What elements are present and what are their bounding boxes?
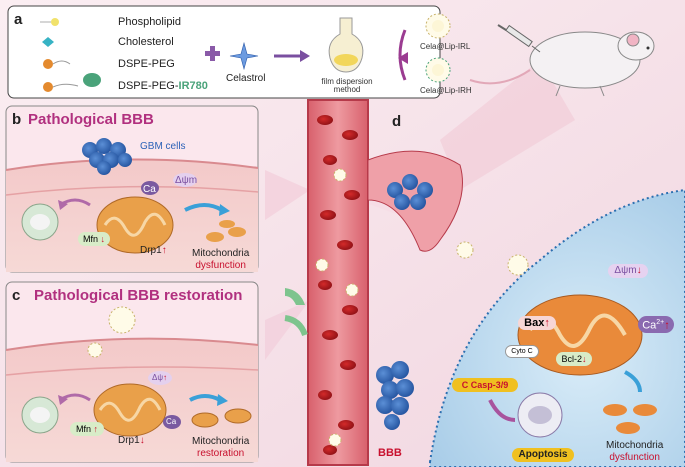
bracket-arrow [398,29,407,81]
liposome-c2 [87,342,103,358]
gbm-cluster-d [387,174,433,210]
gbm-cells-label: GBM cells [140,141,186,152]
arrow-c-fuse [189,394,221,402]
mito-restored-c [191,408,252,428]
liposome-irl-icon [425,13,451,39]
legend-dspe-peg: DSPE-PEG [118,58,175,70]
casp-pill: C Casp-3/9 [452,378,518,392]
mfn-pill-b: Mfn ↓ [78,232,110,246]
flask-icon [328,17,364,73]
apoptosis-pill: Apoptosis [512,448,574,462]
dpsi-blob-c [148,371,172,385]
mfn-pill-c: Mfn ↑ [70,422,104,436]
red-blood-cells [317,115,360,455]
celastrol-label: Celastrol [226,73,266,84]
panel-b-letter: b [12,111,22,128]
bax-pill: Bax↑ [518,316,556,330]
panel-c-title: Pathological BBB restoration [34,287,243,304]
legend-icons [40,18,101,92]
arrow-d-frag [624,370,642,393]
beam-left-c [265,300,310,360]
panel-a-letter: a [14,11,23,28]
cela-lip-irh-label: Cela@Lip-IRH [420,86,472,95]
dpsi-blob-b [173,173,197,187]
plus-sign-icon [205,46,220,61]
bbb-label: BBB [378,447,402,459]
dpsi-label-b: Δψm [175,175,198,186]
mito-fragments-b [206,220,246,242]
liposome-d2 [507,254,529,276]
beam-to-mouse [440,60,575,190]
celastrol-icon [229,41,259,71]
liposome-c1 [108,306,136,334]
mito-fragments-d [603,404,657,434]
liposome-irh-icon [425,57,451,83]
beam-left-b [265,170,310,220]
dpsi-label-c: Δψ↑ [152,373,168,382]
panel-b-title: Pathological BBB [28,111,154,128]
vessel-liposomes [315,168,359,447]
syringe-icon [497,24,541,53]
liposome-d1 [456,241,474,259]
ca-blob-b [141,181,159,195]
cela-lip-irl-label: Cela@Lip-IRL [420,42,471,51]
green-arrow-c [285,288,305,305]
lysosome-b [21,203,59,241]
panel-c-letter: c [12,287,21,304]
ca-blob-c [163,415,181,429]
panel-d-letter: d [392,113,402,130]
legend-phospholipid: Phospholipid [118,16,181,28]
arrow-b-frag [184,203,224,212]
legend-cholesterol: Cholesterol [118,36,174,48]
cyto-c-pill: Cyto C [505,345,539,358]
gbm-cluster-b [82,138,132,175]
mitochondrion-b [96,196,174,254]
panel-a-box [7,5,441,99]
ca-pill-d: Ca2+↑ [638,316,674,333]
dpsi-pill-d: Δψm↓ [608,264,648,278]
gbm-cluster-vessel [376,361,414,430]
apoptosis-body [517,392,563,438]
mouse-illustration [469,31,655,97]
bcl2-pill: Bcl-2↓ [556,352,592,366]
blood-vessel [307,99,369,466]
drp1-label-b: Drp1↑ [140,245,167,256]
legend-dspe-peg-ir780: DSPE-PEG-IR780 [118,80,208,92]
ca-label-c: Ca [166,417,177,426]
ca-label-b: Ca [143,184,156,195]
lysosome-c [21,396,59,434]
drp1-label-c: Drp1↓ [118,435,145,446]
mitochondrion-c [93,383,167,437]
